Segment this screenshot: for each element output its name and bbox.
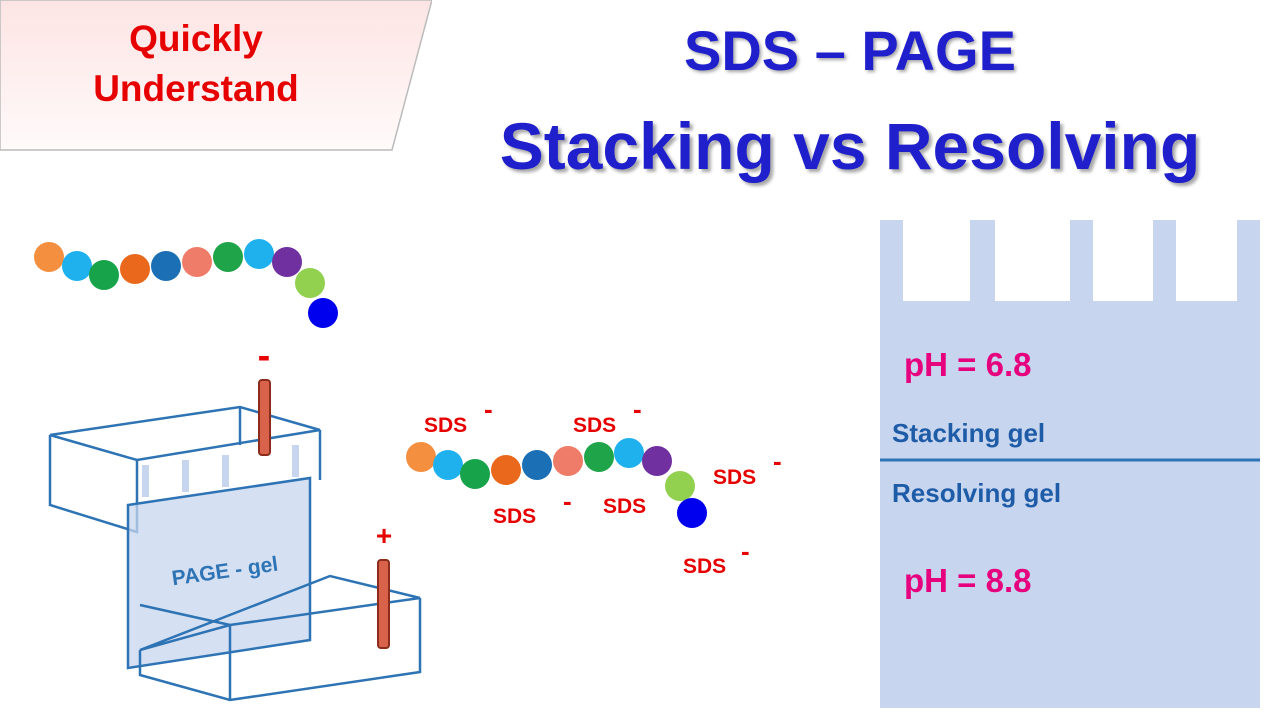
sds-label: SDS xyxy=(493,505,536,528)
amino-acid-bead xyxy=(433,450,463,480)
sds-label: SDS xyxy=(424,414,467,437)
upper-tank-front xyxy=(48,435,139,534)
cathode-electrode xyxy=(258,379,271,456)
stacking-ph: pH = 6.8 xyxy=(904,346,1031,383)
anode-electrode xyxy=(377,559,390,649)
amino-acid-bead xyxy=(244,239,274,269)
gel-body xyxy=(880,220,1260,708)
well-comb-2 xyxy=(182,460,189,492)
sds-charge: - xyxy=(741,536,750,566)
sds-label: SDS xyxy=(683,555,726,578)
amino-acid-bead xyxy=(308,298,338,328)
resolving-ph: pH = 8.8 xyxy=(904,562,1031,599)
sds-label: SDS xyxy=(713,466,756,489)
amino-acid-bead xyxy=(120,254,150,284)
protein-chain-sds-coated xyxy=(406,438,707,528)
well-comb-3 xyxy=(222,455,229,487)
amino-acid-bead xyxy=(460,459,490,489)
amino-acid-bead xyxy=(553,446,583,476)
well-comb-4 xyxy=(292,445,299,477)
sds-label: SDS xyxy=(573,414,616,437)
amino-acid-bead xyxy=(677,498,707,528)
well-comb-1 xyxy=(142,465,149,497)
banner-line-2: Understand xyxy=(93,68,299,109)
upper-tank-top xyxy=(49,405,321,462)
sds-charge: - xyxy=(563,486,572,516)
amino-acid-bead xyxy=(642,446,672,476)
amino-acid-bead xyxy=(295,268,325,298)
sds-charge: - xyxy=(633,394,642,424)
protein-chain-native xyxy=(34,239,338,328)
amino-acid-bead xyxy=(491,455,521,485)
amino-acid-bead xyxy=(584,442,614,472)
amino-acid-bead xyxy=(272,247,302,277)
amino-acid-bead xyxy=(614,438,644,468)
sds-label: SDS xyxy=(603,495,646,518)
amino-acid-bead xyxy=(34,242,64,272)
quickly-understand-banner: Quickly Understand xyxy=(0,0,432,152)
banner-shape xyxy=(0,0,432,151)
amino-acid-bead xyxy=(665,471,695,501)
gel-diagram xyxy=(880,220,1260,708)
cathode-sign: - xyxy=(258,335,271,377)
amino-acid-bead xyxy=(406,442,436,472)
amino-acid-bead xyxy=(151,251,181,281)
amino-acid-bead xyxy=(182,247,212,277)
anode-sign: + xyxy=(376,520,392,551)
title-stacking-vs-resolving: Stacking vs Resolving xyxy=(499,109,1201,183)
amino-acid-bead xyxy=(89,260,119,290)
sds-charge: - xyxy=(484,394,493,424)
amino-acid-bead xyxy=(213,242,243,272)
resolving-gel-label: Resolving gel xyxy=(892,478,1061,508)
electrophoresis-apparatus xyxy=(48,405,422,702)
amino-acid-bead xyxy=(62,251,92,281)
sds-charge: - xyxy=(773,446,782,476)
banner-line-1: Quickly xyxy=(129,18,263,59)
stacking-gel-label: Stacking gel xyxy=(892,418,1045,448)
title-sds-page: SDS – PAGE xyxy=(684,19,1016,82)
amino-acid-bead xyxy=(522,450,552,480)
